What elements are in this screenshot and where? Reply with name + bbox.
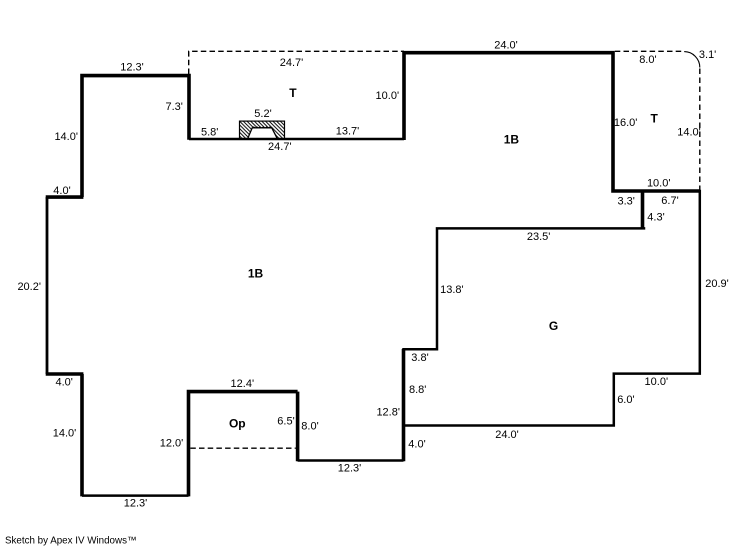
- svg-text:3.1': 3.1': [699, 49, 716, 61]
- svg-text:6.7': 6.7': [661, 195, 678, 207]
- svg-text:T: T: [289, 86, 297, 100]
- svg-text:6.0': 6.0': [617, 394, 634, 406]
- svg-text:8.0': 8.0': [639, 54, 656, 66]
- svg-text:24.0': 24.0': [494, 40, 518, 52]
- svg-text:4.0': 4.0': [55, 377, 72, 389]
- svg-text:12.4': 12.4': [231, 378, 255, 390]
- svg-text:12.3': 12.3': [120, 62, 144, 74]
- svg-text:4.0': 4.0': [53, 185, 70, 197]
- svg-text:14.0': 14.0': [54, 131, 78, 143]
- svg-text:7.3': 7.3': [165, 101, 182, 113]
- svg-text:10.0': 10.0': [647, 178, 671, 190]
- svg-text:12.8': 12.8': [376, 407, 400, 419]
- svg-text:5.2': 5.2': [254, 108, 271, 120]
- svg-text:3.3': 3.3': [617, 195, 634, 207]
- svg-text:13.8': 13.8': [440, 284, 464, 296]
- svg-text:12.3': 12.3': [338, 463, 362, 475]
- svg-text:10.0': 10.0': [376, 90, 400, 102]
- svg-text:24.7': 24.7': [280, 57, 304, 69]
- svg-text:4.0': 4.0': [408, 439, 425, 451]
- svg-text:24.7': 24.7': [268, 141, 292, 153]
- svg-text:1B: 1B: [248, 267, 264, 281]
- svg-text:5.8': 5.8': [201, 127, 218, 139]
- svg-text:8.8': 8.8': [409, 384, 426, 396]
- svg-text:Sketch by Apex IV Windows™: Sketch by Apex IV Windows™: [5, 536, 137, 547]
- svg-text:16.0': 16.0': [614, 117, 638, 129]
- svg-text:14.0': 14.0': [53, 428, 77, 440]
- svg-text:12.0': 12.0': [160, 438, 184, 450]
- svg-text:14.0': 14.0': [677, 127, 701, 139]
- svg-text:1B: 1B: [504, 132, 520, 146]
- svg-text:3.8': 3.8': [411, 352, 428, 364]
- svg-text:Op: Op: [229, 417, 246, 431]
- svg-text:8.0': 8.0': [301, 421, 318, 433]
- svg-text:T: T: [651, 112, 659, 126]
- svg-text:10.0': 10.0': [645, 376, 669, 388]
- svg-text:23.5': 23.5': [527, 231, 551, 243]
- svg-text:4.3': 4.3': [647, 212, 664, 224]
- svg-text:24.0': 24.0': [495, 429, 519, 441]
- svg-text:20.2': 20.2': [17, 281, 41, 293]
- svg-text:13.7': 13.7': [336, 126, 360, 138]
- svg-text:12.3': 12.3': [124, 498, 148, 510]
- svg-text:G: G: [549, 319, 558, 333]
- svg-text:6.5': 6.5': [277, 416, 294, 428]
- svg-text:20.9': 20.9': [705, 278, 729, 290]
